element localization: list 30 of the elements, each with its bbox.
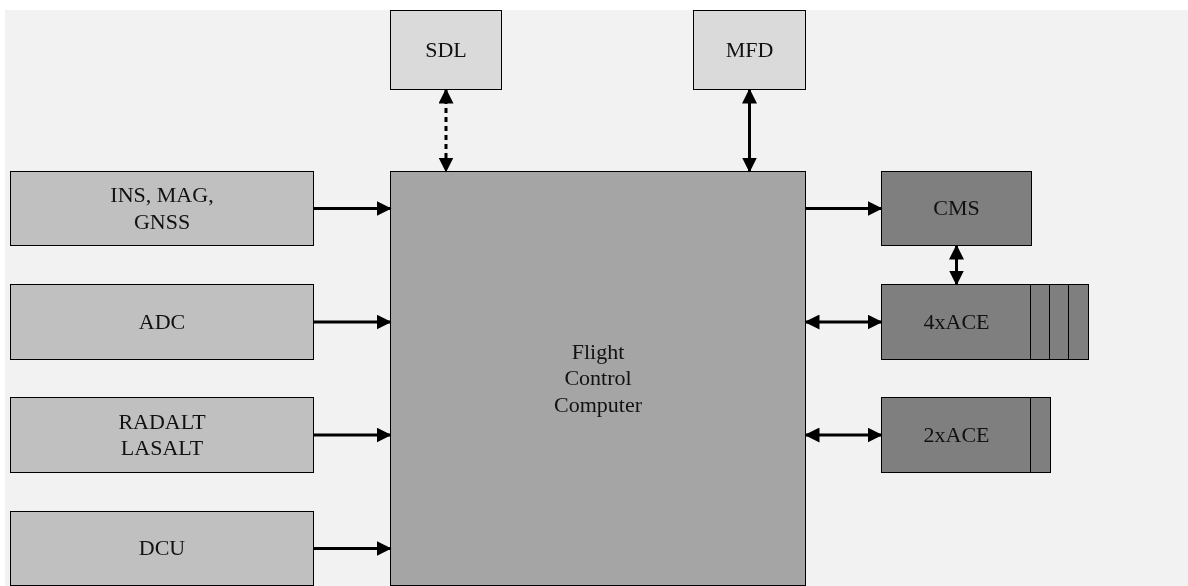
node-label: RADALT LASALT bbox=[117, 408, 207, 462]
actuator-box bbox=[881, 284, 1089, 360]
sensor-box bbox=[10, 397, 314, 473]
node-label: MFD bbox=[725, 36, 774, 64]
node-label: ADC bbox=[138, 308, 186, 336]
arrow bbox=[949, 244, 964, 286]
sensor-box bbox=[10, 284, 314, 360]
arrow bbox=[742, 88, 757, 173]
node-label: SDL bbox=[425, 36, 467, 64]
interface-box bbox=[693, 10, 806, 90]
sensor-box bbox=[10, 171, 314, 246]
arrow bbox=[314, 427, 392, 443]
node-label: DCU bbox=[138, 535, 186, 562]
arrow bbox=[314, 201, 392, 216]
node-label: 4xACE bbox=[923, 308, 990, 336]
sensor-box bbox=[10, 511, 314, 586]
node-label: CMS bbox=[933, 195, 980, 222]
unit-box bbox=[881, 171, 1032, 246]
arrow bbox=[804, 314, 883, 330]
node-label: 2xACE bbox=[923, 421, 990, 449]
arrow bbox=[314, 541, 392, 556]
node-label: Flight Control Computer bbox=[553, 338, 643, 419]
interface-box bbox=[390, 10, 502, 90]
arrow bbox=[314, 314, 392, 330]
node-label: INS, MAG, GNSS bbox=[109, 182, 215, 235]
arrow bbox=[438, 88, 454, 173]
arrow bbox=[806, 201, 883, 216]
arrow bbox=[804, 427, 883, 443]
actuator-box bbox=[881, 397, 1051, 473]
computer-box bbox=[390, 171, 806, 586]
